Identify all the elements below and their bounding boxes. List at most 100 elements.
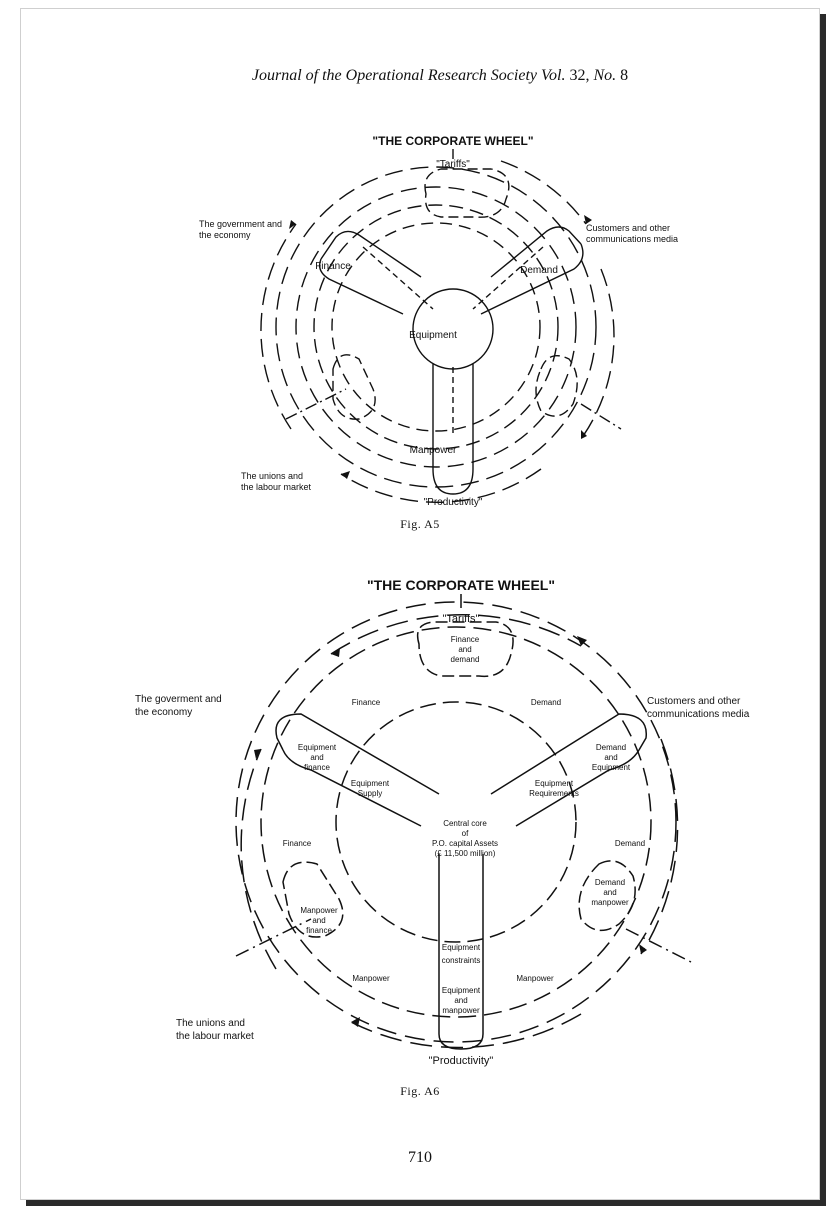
a5-arrow-arc-bottom — [340, 468, 542, 503]
a5-government-line1: The government and — [199, 219, 282, 229]
a5-finance-label: Finance — [315, 261, 351, 272]
a5-government-line2: the economy — [199, 230, 251, 240]
a5-arrow-arc-left — [260, 223, 297, 430]
running-header: Journal of the Operational Research Soci… — [21, 67, 819, 85]
a5-spoke-finance-lower — [318, 258, 404, 315]
a6-demand-manpower-line2: and — [603, 888, 616, 897]
issue-number: 8 — [620, 67, 629, 84]
a6-arrowhead-top — [577, 636, 587, 646]
a6-demand-manpower-line3: manpower — [591, 898, 629, 907]
figure-a5-corporate-wheel: "THE CORPORATE WHEEL" "Tariffs" "Product… — [199, 134, 678, 508]
a6-equipment-manpower-line2: and — [454, 996, 467, 1005]
a5-divider-right — [580, 403, 622, 430]
volume-label: Vol. — [541, 67, 566, 84]
figure-a5-caption: Fig. A5 — [400, 517, 440, 531]
a5-ring-3 — [313, 204, 559, 450]
a6-arrowhead-top-left — [331, 648, 340, 657]
a6-customers-line1: Customers and other — [647, 696, 741, 707]
a6-core-line1: Central core — [443, 819, 487, 828]
figure-a6-caption: Fig. A6 — [400, 1084, 440, 1098]
a6-spoke-right-upper — [490, 713, 647, 795]
a5-unions-line1: The unions and — [241, 471, 303, 481]
a5-arrow-demand-equipment — [472, 246, 544, 310]
a6-demand-manpower-line1: Demand — [595, 878, 625, 887]
a6-finance-demand-line1: Finance — [451, 635, 480, 644]
a6-core-line3: P.O. capital Assets — [432, 839, 498, 848]
a5-divider-left — [285, 388, 347, 420]
a6-title: "THE CORPORATE WHEEL" — [367, 577, 555, 593]
page-number: 710 — [408, 1149, 432, 1166]
a6-arrowhead-left — [254, 749, 261, 759]
a6-divider-right — [625, 928, 692, 963]
a6-inner-ring — [335, 701, 577, 943]
a5-spoke-demand — [490, 226, 582, 278]
a6-blob-demand-manpower — [578, 860, 636, 932]
a6-customers-line2: communications media — [647, 709, 750, 720]
journal-page: Journal of the Operational Research Soci… — [20, 8, 820, 1200]
a6-equipment-requirements-line2: Requirements — [529, 789, 579, 798]
a6-demand-equipment-line2: and — [604, 753, 617, 762]
a5-outer-ring — [275, 166, 597, 488]
a6-productivity-label: "Productivity" — [429, 1055, 494, 1067]
a6-equipment-finance-line1: Equipment — [298, 743, 337, 752]
a5-title: "THE CORPORATE WHEEL" — [372, 134, 533, 148]
a6-unions-line1: The unions and — [176, 1018, 245, 1029]
a6-unions-line2: the labour market — [176, 1031, 254, 1042]
a6-equipment-requirements-line1: Equipment — [535, 779, 574, 788]
a6-manpower-finance-line1: Manpower — [300, 906, 338, 915]
a5-unions-line2: the labour market — [241, 482, 312, 492]
a6-manpower-finance-line2: and — [312, 916, 325, 925]
a6-manpower-finance-line3: finance — [306, 926, 332, 935]
a5-ring-2 — [295, 186, 577, 468]
a6-demand-equipment-line3: Equipment — [592, 763, 631, 772]
a6-arrowhead-bottom — [351, 1017, 360, 1027]
a6-spoke-bottom — [438, 854, 484, 1050]
a5-tariffs-label: "Tariffs" — [436, 159, 470, 170]
a6-arrow-arc-bottom — [350, 1013, 582, 1049]
a6-arrow-arc-right — [640, 738, 679, 955]
a6-equipment-finance-line3: finance — [304, 763, 330, 772]
figure-a6-corporate-wheel: "THE CORPORATE WHEEL" "Tariffs" "Product… — [135, 577, 750, 1067]
journal-name: Journal of the Operational Research Soci… — [251, 67, 537, 84]
a6-finance-demand-line3: demand — [451, 655, 480, 664]
a6-core-line4: (£ 11,500 million) — [435, 849, 496, 858]
a6-demand-right-label: Demand — [615, 839, 645, 848]
a6-manpower-right-label: Manpower — [516, 974, 554, 983]
a6-arrow-arc-top — [330, 613, 582, 655]
a6-equipment-manpower-line3: manpower — [442, 1006, 480, 1015]
a6-spoke-left-upper — [275, 713, 440, 795]
a5-spoke-demand-lower — [480, 243, 584, 315]
a5-spoke-finance — [320, 230, 422, 278]
a6-government-line1: The goverment and — [135, 694, 222, 705]
issue-label: No. — [593, 67, 617, 84]
a6-equipment-supply-line2: Supply — [358, 789, 382, 798]
a6-demand-equipment-line1: Demand — [596, 743, 626, 752]
a6-spoke-right-lower — [515, 749, 640, 827]
a5-productivity-label: "Productivity" — [424, 497, 483, 508]
a6-equipment-constraints-line2: constraints — [442, 956, 481, 965]
a6-finance-demand-line2: and — [458, 645, 471, 654]
a6-demand-top-label: Demand — [531, 698, 561, 707]
a6-core-line2: of — [462, 829, 469, 838]
a6-government-line2: the economy — [135, 707, 192, 718]
a6-arrowhead-right — [639, 944, 647, 954]
a5-arrow-arc-right — [580, 268, 615, 440]
a6-equipment-finance-line2: and — [310, 753, 323, 762]
a5-arrowhead-1 — [584, 215, 592, 224]
a5-blob-left — [332, 354, 376, 420]
volume-number: 32, — [569, 67, 590, 84]
a6-spoke-left-lower — [282, 749, 422, 827]
a5-blob-tariffs — [424, 168, 510, 218]
a6-middle-ring — [260, 626, 652, 1018]
a5-customers-line2: communications media — [586, 234, 678, 244]
a5-arrow-arc-top-right — [500, 160, 587, 225]
a6-blob-finance-demand — [416, 621, 514, 678]
a6-manpower-left-label: Manpower — [352, 974, 390, 983]
a5-arrow-finance-equipment — [362, 246, 434, 310]
a6-finance-top-label: Finance — [352, 698, 381, 707]
a5-demand-label: Demand — [520, 265, 558, 276]
a6-divider-left — [235, 918, 312, 957]
a6-tariffs-label: "Tariffs" — [443, 613, 480, 625]
a6-equipment-constraints-line1: Equipment — [442, 943, 481, 952]
a5-customers-line1: Customers and other — [586, 223, 670, 233]
